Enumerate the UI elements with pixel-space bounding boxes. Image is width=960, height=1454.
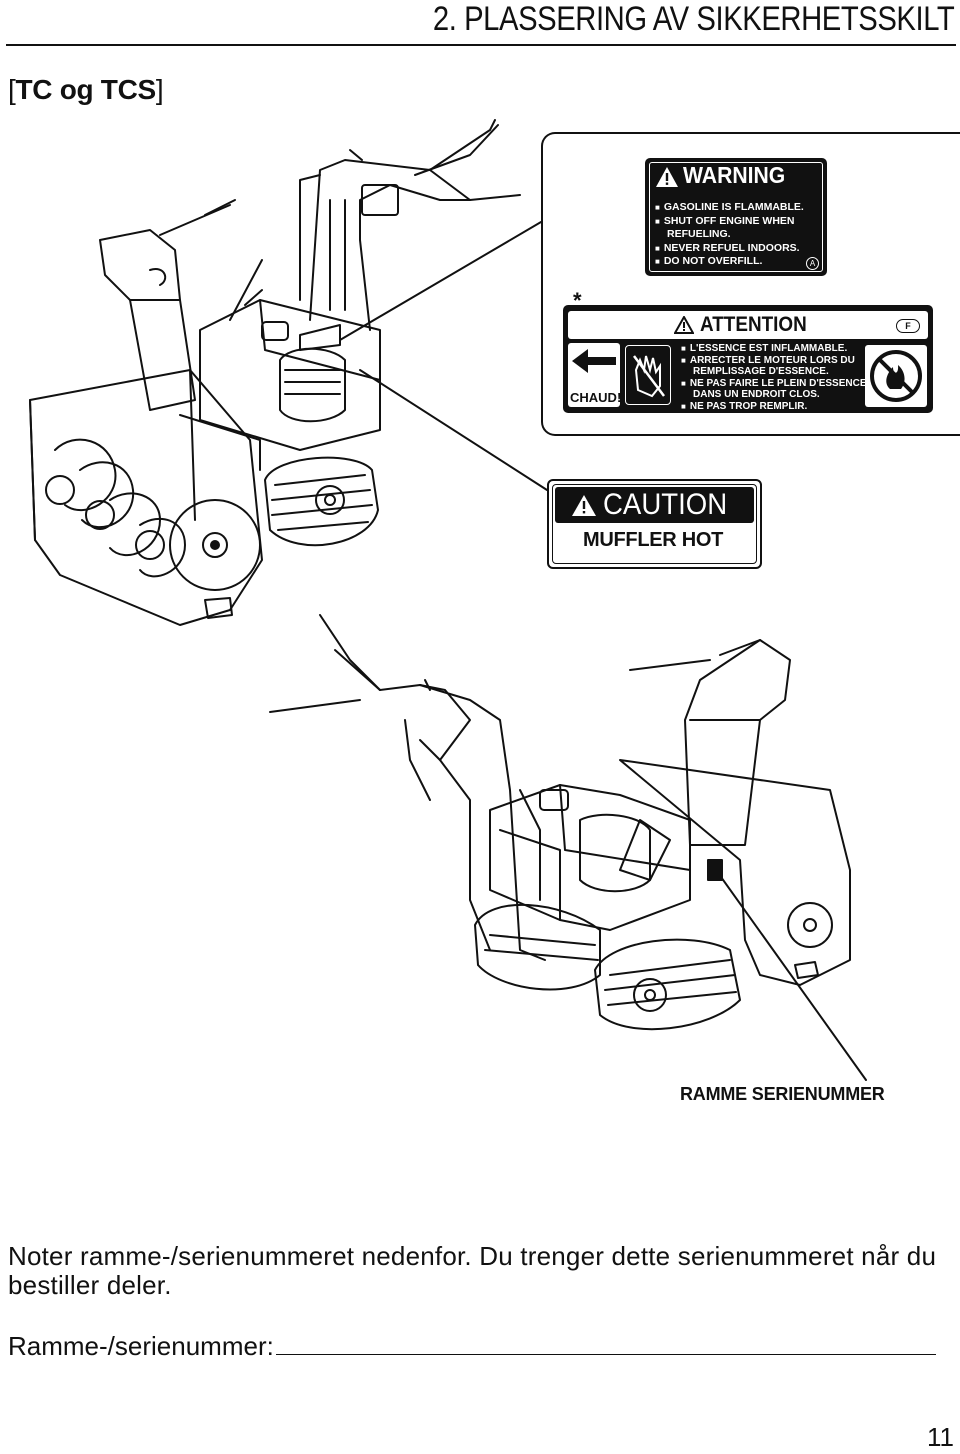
attention-label-header: ATTENTION F [568,311,928,339]
page-number: 11 [927,1422,954,1452]
leader-line-warning [339,221,542,341]
warning-triangle-icon [572,495,596,516]
arrow-left-icon [572,349,616,373]
warning-line: DO NOT OVERFILL. [655,255,804,269]
attention-line: REMPLISSAGE D'ESSENCE. [693,366,829,378]
caution-label-title: CAUTION [603,488,728,521]
attention-label-lines: L'ESSENCE EST INFLAMMABLE. ARRECTER LE M… [681,343,867,413]
warning-triangle-icon [656,167,678,187]
glove-icon [625,345,671,405]
leader-line-frame-serial [715,869,867,1081]
caution-label: CAUTION MUFFLER HOT [547,479,762,569]
header-rule [6,44,956,46]
warning-label-mark: A [806,257,819,270]
attention-line: ARRECTER LE MOTEUR LORS DU [681,355,867,367]
attention-label: ATTENTION F CHAUD! L'ESSENCE EST INFLAMM… [563,305,933,413]
caution-label-body: MUFFLER HOT [583,529,724,551]
model-label-close: ] [155,74,164,105]
hot-arrow-label: CHAUD! [570,390,622,405]
hot-arrow-box: CHAUD! [568,343,622,407]
leader-line-caution [359,369,548,491]
attention-line: NE PAS FAIRE LE PLEIN D'ESSENCE [681,378,867,390]
warning-line: NEVER REFUEL INDOORS. [655,242,804,256]
attention-line: DANS UN ENDROIT CLOS. [693,389,820,401]
warning-triangle-icon [674,316,694,334]
attention-label-mark: F [896,319,920,333]
attention-line: NE PAS TROP REMPLIR. [681,401,867,413]
no-fire-icon [865,345,927,407]
snowblower-front-view [29,119,521,626]
snowblower-rear-view [269,614,851,1031]
caution-label-border [552,484,757,564]
warning-line: GASOLINE IS FLAMMABLE. [655,201,804,215]
attention-label-title: ATTENTION [700,313,807,336]
warning-label-border [649,162,823,272]
warning-label-lines: GASOLINE IS FLAMMABLE. SHUT OFF ENGINE W… [655,201,804,269]
warning-label-title: WARNING [683,162,786,188]
serial-number-field: Ramme-/serienummer: [8,1330,936,1362]
warning-label: WARNING GASOLINE IS FLAMMABLE. SHUT OFF … [645,158,827,276]
serial-number-label: Ramme-/serienummer: [8,1331,274,1361]
serial-number-blank[interactable] [275,1330,936,1355]
caution-label-header: CAUTION [555,487,754,523]
model-label-open: [ [8,74,16,105]
warning-line: REFUELING. [667,228,731,240]
model-label-text: TC og TCS [15,74,156,105]
instruction-text: Noter ramme-/serienummeret nedenfor. Du … [8,1241,937,1300]
frame-serial-callout: RAMME SERIENUMMER [680,1084,885,1104]
warning-line: SHUT OFF ENGINE WHEN [655,215,804,229]
asterisk-note-marker: * [573,288,582,313]
section-title: 2. PLASSERING AV SIKKERHETSSKILT [432,0,955,38]
model-label: [TC og TCS] [8,74,164,106]
attention-line: L'ESSENCE EST INFLAMMABLE. [681,343,867,355]
